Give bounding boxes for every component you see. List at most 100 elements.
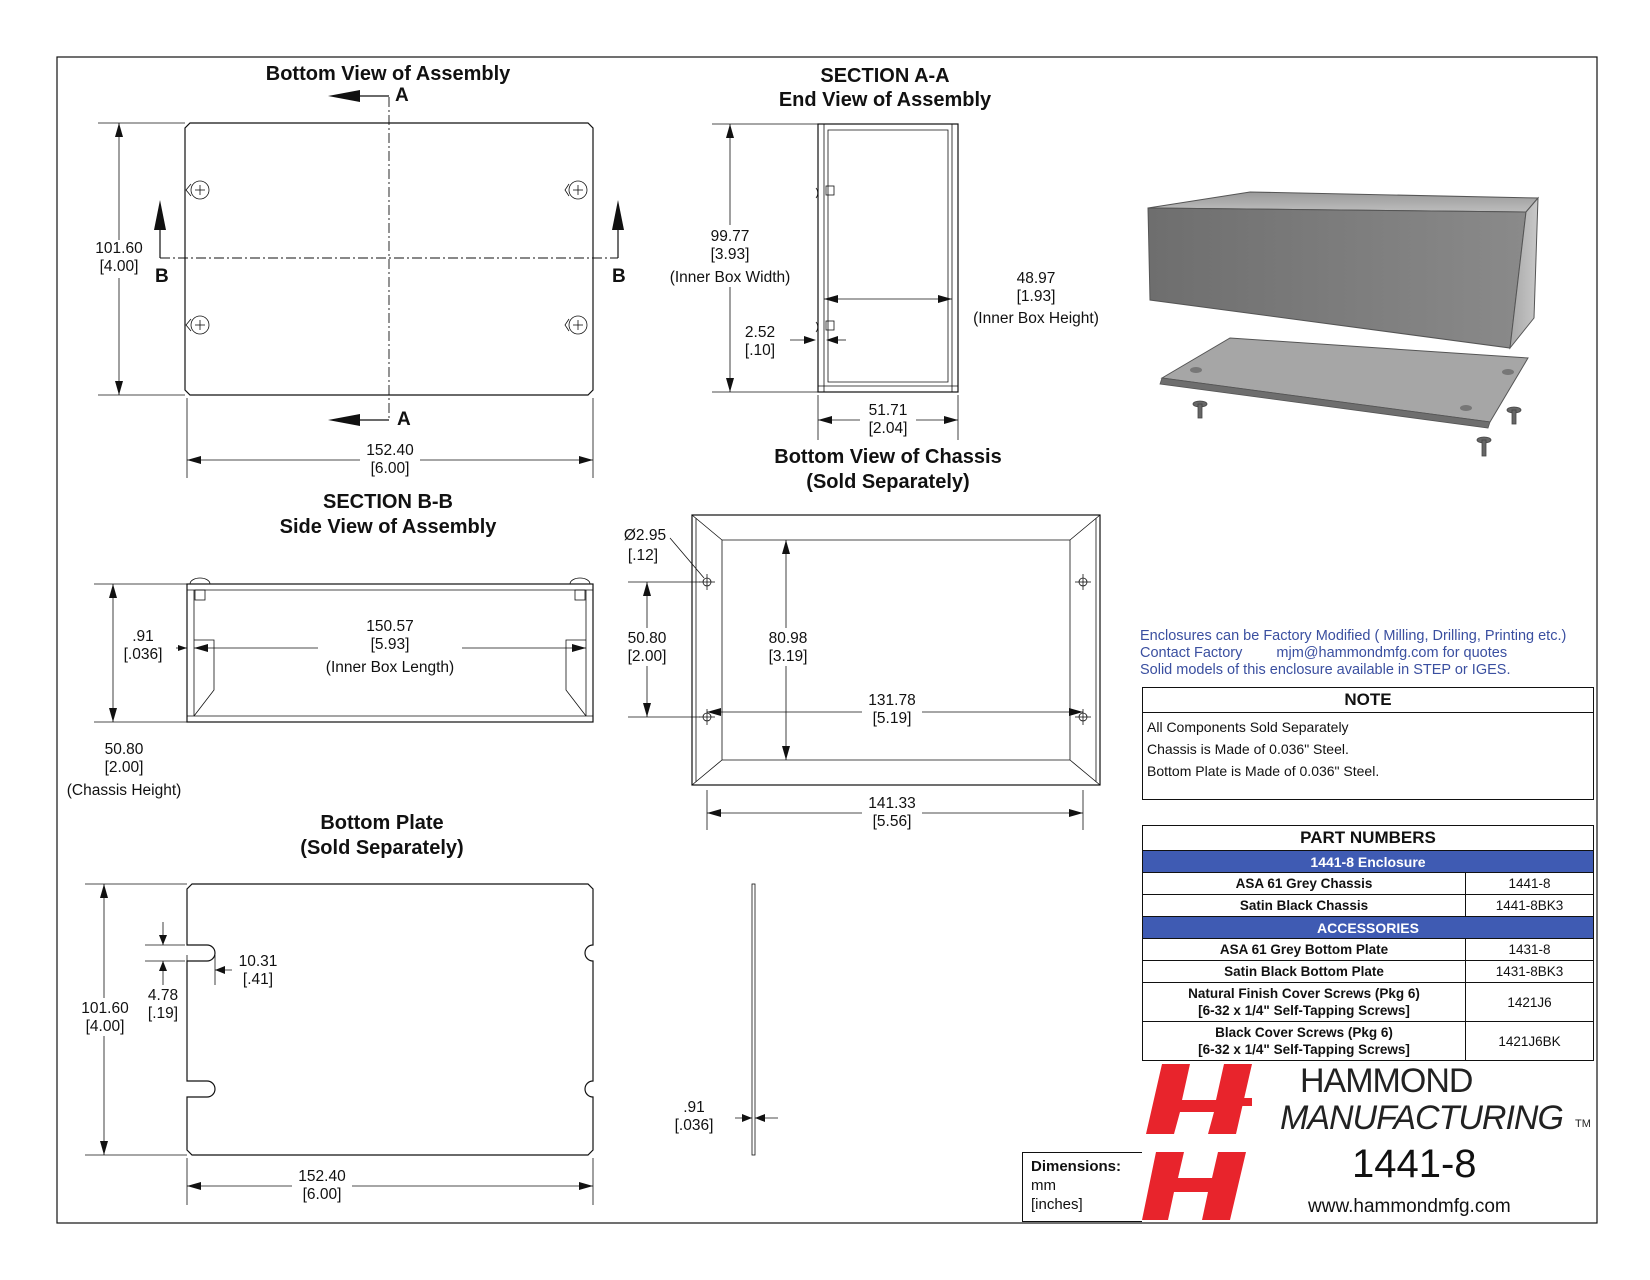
note-line: Chassis is Made of 0.036" Steel. <box>1147 741 1349 757</box>
dim-hole-span-in: [2.00] <box>628 648 667 665</box>
info-line-modify: Enclosures can be Factory Modified ( Mil… <box>1140 628 1567 644</box>
view-subtitle: (Sold Separately) <box>806 471 969 493</box>
part-desc: ASA 61 Grey Chassis <box>1142 872 1466 895</box>
dim-thickness-mm: .91 <box>132 628 154 645</box>
table-row: Satin Black Bottom Plate 1431-8BK3 <box>1142 960 1594 983</box>
group-enclosure: 1441-8 Enclosure <box>1142 850 1594 873</box>
dim-slot-width-in: [.41] <box>243 971 273 988</box>
units-box: Dimensions: mm [inches] <box>1022 1152 1142 1222</box>
view-subtitle: (Sold Separately) <box>300 837 463 859</box>
view-subtitle: End View of Assembly <box>779 89 992 111</box>
dim-thickness-in: [.036] <box>124 646 163 663</box>
brand-name-line2: MANUFACTURING <box>1280 1099 1564 1137</box>
table-row: Satin Black Chassis 1441-8BK3 <box>1142 894 1594 917</box>
part-desc: ASA 61 Grey Bottom Plate <box>1142 938 1466 961</box>
dim-slot-width-mm: 10.31 <box>239 953 278 970</box>
factory-info: Enclosures can be Factory Modified ( Mil… <box>1140 628 1640 679</box>
dim-chassis-height-label: (Chassis Height) <box>67 782 182 799</box>
dim-inner-length-label: (Inner Box Length) <box>326 659 454 676</box>
units-mm: mm <box>1031 1177 1056 1194</box>
view-title: Bottom Plate <box>320 812 443 834</box>
table-row: ASA 61 Grey Bottom Plate 1431-8 <box>1142 938 1594 961</box>
note-lines: All Components Sold Separately Chassis i… <box>1143 713 1593 785</box>
part-desc: Black Cover Screws (Pkg 6) [6-32 x 1/4" … <box>1142 1021 1466 1061</box>
sheet-border <box>56 56 1598 1224</box>
dim-hole-mm: Ø2.95 <box>624 527 666 544</box>
group-accessories: ACCESSORIES <box>1142 916 1594 939</box>
units-label: Dimensions: <box>1031 1158 1122 1175</box>
note-line: All Components Sold Separately <box>1147 719 1349 735</box>
part-desc-line2: [6-32 x 1/4" Self-Tapping Screws] <box>1198 1003 1410 1018</box>
table-row: Black Cover Screws (Pkg 6) [6-32 x 1/4" … <box>1142 1021 1594 1061</box>
part-desc: Natural Finish Cover Screws (Pkg 6) [6-3… <box>1142 982 1466 1022</box>
view-title: SECTION B-B <box>323 491 453 513</box>
dim-slot-height-in: [.19] <box>148 1005 178 1022</box>
dim-width-in: [6.00] <box>303 1186 342 1203</box>
dim-chassis-height-mm: 50.80 <box>105 741 144 758</box>
dim-lip-mm: 2.52 <box>745 324 775 341</box>
section-letter-b-left: B <box>155 266 169 287</box>
drawing-part-number: 1441-8 <box>1352 1142 1477 1186</box>
dim-inner-length-in: [5.93] <box>371 636 410 653</box>
part-number: 1431-8BK3 <box>1465 960 1594 983</box>
brand-name-line1: HAMMOND <box>1300 1062 1473 1100</box>
part-number: 1421J6 <box>1465 982 1594 1022</box>
trademark-symbol: TM <box>1575 1118 1591 1130</box>
note-heading: NOTE <box>1143 688 1593 713</box>
dim-inner-length-mm: 150.57 <box>366 618 413 635</box>
enclosure-3d-render <box>1147 191 1540 457</box>
dim-inner-in: [3.19] <box>769 648 808 665</box>
info-line-contact: Contact Factory mjm@hammondmfg.com for q… <box>1140 645 1640 662</box>
note-line: Bottom Plate is Made of 0.036" Steel. <box>1147 763 1380 779</box>
bottom-view-assembly: Bottom View of Assembly A A B B <box>90 63 626 478</box>
part-desc: Satin Black Bottom Plate <box>1142 960 1466 983</box>
dim-width-in: [6.00] <box>371 460 410 477</box>
website-link[interactable]: www.hammondmfg.com <box>1308 1196 1511 1217</box>
dim-base-in: [2.04] <box>869 420 908 437</box>
dim-hole-x-in: [5.19] <box>873 710 912 727</box>
dim-inner-width-in: [3.93] <box>711 246 750 263</box>
section-letter-b-right: B <box>612 266 626 287</box>
hammond-logo-icon <box>1142 1064 1252 1220</box>
view-title: Bottom View of Assembly <box>266 63 511 85</box>
view-title: Bottom View of Chassis <box>774 446 1001 468</box>
dim-overall-in: [5.56] <box>873 813 912 830</box>
dim-lip-in: [.10] <box>745 342 775 359</box>
info-contact-label: Contact Factory <box>1140 645 1243 661</box>
part-desc-line1: Natural Finish Cover Screws (Pkg 6) <box>1188 986 1420 1001</box>
dim-hole-in: [.12] <box>628 547 658 564</box>
bottom-view-chassis: Bottom View of Chassis (Sold Separately)… <box>620 446 1101 831</box>
view-subtitle: Side View of Assembly <box>280 516 498 538</box>
part-desc-line2: [6-32 x 1/4" Self-Tapping Screws] <box>1198 1042 1410 1057</box>
part-number: 1441-8BK3 <box>1465 894 1594 917</box>
dim-plate-thickness-in: [.036] <box>675 1117 714 1134</box>
bottom-plate-view: Bottom Plate (Sold Separately) 101.60 [4… <box>76 812 778 1205</box>
part-numbers-heading: PART NUMBERS <box>1142 825 1594 851</box>
table-row: ASA 61 Grey Chassis 1441-8 <box>1142 872 1594 895</box>
dim-inner-height-in: [1.93] <box>1017 288 1056 305</box>
dim-inner-mm: 80.98 <box>769 630 808 647</box>
dim-width-mm: 152.40 <box>366 442 414 459</box>
dim-inner-height-mm: 48.97 <box>1017 270 1056 287</box>
section-letter-a-bottom: A <box>397 409 411 430</box>
part-desc-line1: Black Cover Screws (Pkg 6) <box>1215 1025 1393 1040</box>
dim-inner-height-label: (Inner Box Height) <box>973 310 1099 327</box>
dim-slot-height-mm: 4.78 <box>148 987 178 1004</box>
dim-overall-mm: 141.33 <box>868 795 915 812</box>
table-row: Natural Finish Cover Screws (Pkg 6) [6-3… <box>1142 982 1594 1022</box>
dim-base-mm: 51.71 <box>869 402 908 419</box>
part-number: 1441-8 <box>1465 872 1594 895</box>
section-letter-a-top: A <box>395 85 409 106</box>
section-aa-view: SECTION A-A End View of Assembly 99.77 [… <box>665 65 1099 440</box>
part-numbers-table: PART NUMBERS 1441-8 Enclosure ASA 61 Gre… <box>1142 825 1594 1061</box>
dim-inner-width-mm: 99.77 <box>711 228 750 245</box>
units-inches: [inches] <box>1031 1196 1083 1213</box>
info-contact-email[interactable]: mjm@hammondmfg.com for quotes <box>1276 645 1508 661</box>
dim-width-mm: 152.40 <box>298 1168 346 1185</box>
section-bb-view: SECTION B-B Side View of Assembly 150.57… <box>67 491 594 799</box>
dim-height-in: [4.00] <box>86 1018 125 1035</box>
dim-hole-span-mm: 50.80 <box>628 630 667 647</box>
part-number: 1431-8 <box>1465 938 1594 961</box>
